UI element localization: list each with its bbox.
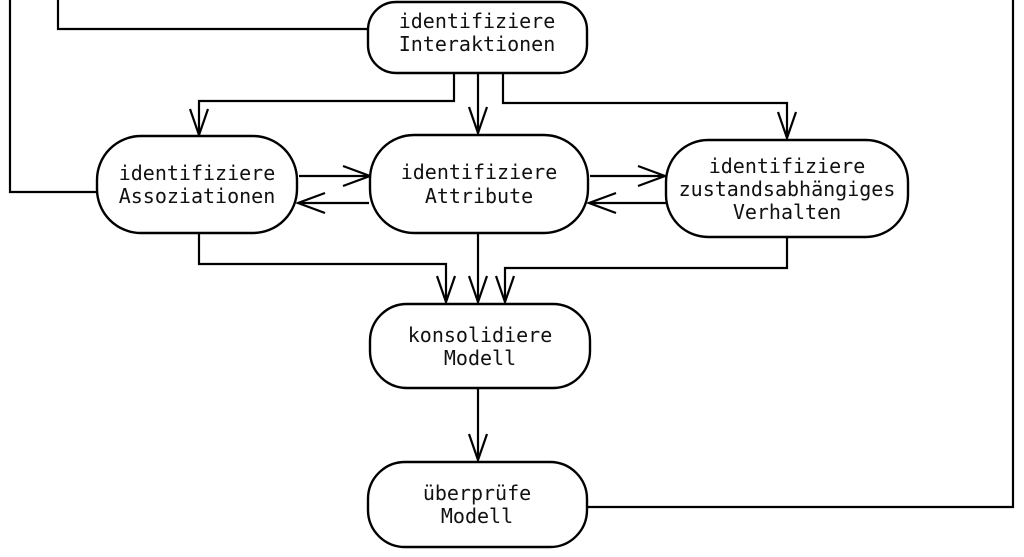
node-label: zustandsabhängiges [679,177,896,201]
node-shape [368,302,592,390]
node-label: Assoziationen [119,184,276,208]
node-label: überprüfe [423,481,531,505]
node-label: identifiziere [399,9,556,33]
edge-attribute-to-assoziationen [294,191,369,215]
edge-verhalten-to-attribute [585,191,667,215]
node-shape [366,0,589,75]
edge-interaktionen-to-attribute [467,73,489,137]
edge-attribute-to-verhalten [590,164,669,188]
edge-assoziationen-to-konsolidiere [197,233,457,306]
node-shape [664,138,910,239]
arrow-down-icon [494,275,516,306]
node-ueberpruefe-modell: überprüfe Modell [366,460,589,549]
edge-assoziationen-to-attribute [299,164,374,188]
node-label: Modell [444,346,516,370]
node-identifiziere-assoziationen: identifiziere Assoziationen [95,134,299,235]
node-label: identifiziere [401,160,558,184]
arrow-right-icon [637,164,669,188]
edge-interaktionen-to-verhalten [501,73,798,142]
node-label: Interaktionen [399,32,556,56]
node-label: Verhalten [733,200,841,224]
arrow-down-icon [776,111,798,142]
arrow-left-icon [585,191,617,215]
edge-interaktionen-to-assoziationen [188,73,456,139]
node-shape [368,133,590,235]
edge-feedback-to-assoziationen [8,0,97,194]
arrow-down-icon [467,106,489,137]
node-identifiziere-zustandsabhaengiges-verhalten: identifiziere zustandsabhängiges Verhalt… [664,138,910,239]
node-identifiziere-attribute: identifiziere Attribute [368,133,590,235]
edge-ueberpruefe-to-top-right [587,0,1015,509]
arrow-left-icon [294,191,326,215]
node-label: konsolidiere [408,323,553,347]
node-konsolidiere-modell: konsolidiere Modell [368,302,592,390]
edge-konsolidiere-to-ueberpruefe [467,388,489,464]
edge-attribute-to-konsolidiere [467,233,489,306]
node-label: Modell [441,504,513,528]
node-shape [366,460,589,549]
node-identifiziere-interaktionen: identifiziere Interaktionen [366,0,589,75]
edge-feedback-to-interaktionen [56,0,368,31]
arrow-down-icon [467,275,489,306]
edge-verhalten-to-konsolidiere [494,237,789,306]
arrow-down-icon [467,433,489,464]
node-shape [95,134,299,235]
node-label: identifiziere [709,154,866,178]
node-label: identifiziere [119,161,276,185]
arrow-down-icon [435,275,457,306]
node-label: Attribute [425,184,533,208]
